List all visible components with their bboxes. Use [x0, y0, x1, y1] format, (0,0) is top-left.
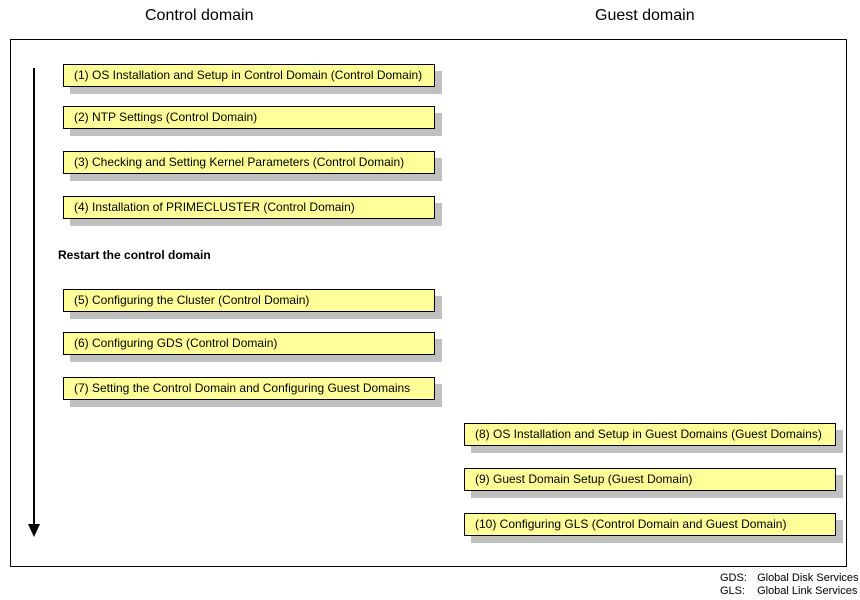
legend-gls: GLS: Global Link Services	[720, 585, 857, 597]
step-6-box: (6) Configuring GDS (Control Domain)	[63, 332, 435, 355]
legend-gds-text: Global Disk Services	[757, 572, 859, 584]
legend-gls-abbr: GLS:	[720, 585, 746, 597]
legend-gds: GDS: Global Disk Services	[720, 572, 859, 584]
legend-gds-abbr: GDS:	[720, 572, 747, 584]
step-2-box: (2) NTP Settings (Control Domain)	[63, 106, 435, 129]
step-1-box: (1) OS Installation and Setup in Control…	[63, 64, 435, 87]
step-7-box: (7) Setting the Control Domain and Confi…	[63, 377, 435, 400]
down-arrow-icon	[28, 524, 40, 537]
step-10-box: (10) Configuring GLS (Control Domain and…	[464, 513, 836, 536]
restart-note: Restart the control domain	[58, 248, 211, 262]
control-domain-header: Control domain	[145, 7, 254, 24]
step-8-box: (8) OS Installation and Setup in Guest D…	[464, 423, 836, 446]
guest-domain-header: Guest domain	[595, 7, 695, 24]
step-4-box: (4) Installation of PRIMECLUSTER (Contro…	[63, 196, 435, 219]
flow-arrow-line	[33, 68, 35, 526]
legend-gls-text: Global Link Services	[757, 585, 858, 597]
step-3-box: (3) Checking and Setting Kernel Paramete…	[63, 151, 435, 174]
step-9-box: (9) Guest Domain Setup (Guest Domain)	[464, 468, 836, 491]
step-5-box: (5) Configuring the Cluster (Control Dom…	[63, 289, 435, 312]
